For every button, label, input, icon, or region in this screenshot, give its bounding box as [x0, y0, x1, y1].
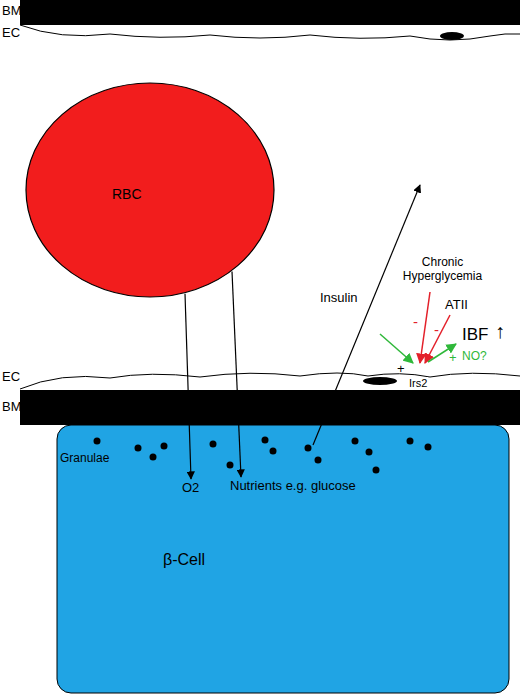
granule: [305, 445, 312, 452]
node-text: O2: [182, 481, 200, 496]
endothelial-nucleus: [363, 377, 397, 385]
endothelial-nucleus: [440, 32, 464, 40]
granule: [373, 467, 380, 474]
granule: [352, 438, 359, 445]
diffusion-arrow: [185, 294, 191, 479]
layer-label: BM: [2, 400, 22, 415]
granule: [161, 443, 168, 450]
increase-symbol: ↑: [495, 320, 505, 343]
cell-label: β-Cell: [163, 551, 205, 569]
layer-label: EC: [2, 370, 20, 385]
granule: [366, 449, 373, 456]
granule: [425, 444, 432, 451]
cell-outline: [26, 83, 274, 297]
basement-membrane: [20, 390, 520, 425]
diffusion-arrow: [232, 272, 241, 477]
granule-label: Granulae: [60, 452, 109, 466]
gene-label: Irs2: [408, 377, 428, 390]
oxygen-label-box: O2: [180, 480, 202, 497]
cell-label: RBC: [112, 186, 142, 202]
endothelial-cell: [20, 373, 520, 389]
layer-label: BM: [2, 4, 22, 19]
granule: [227, 462, 234, 469]
granule: [210, 441, 217, 448]
node-text: Nutrients e.g. glucose: [230, 479, 356, 494]
granule: [135, 445, 142, 452]
hormone-label: Insulin: [320, 291, 358, 306]
mediator-label: NO?: [462, 350, 487, 364]
granule: [150, 454, 157, 461]
sign-label: -: [434, 321, 439, 338]
insulin-arrow: [313, 185, 420, 445]
factor-label: ATII: [445, 298, 468, 313]
granule: [270, 448, 277, 455]
granule: [94, 438, 101, 445]
red-blood-cell: RBC: [25, 82, 275, 298]
granule: [262, 437, 269, 444]
sign-label: +: [449, 351, 457, 366]
sign-label: -: [413, 313, 418, 330]
basement-membrane: [20, 0, 520, 25]
cell-outline: [25, 82, 275, 298]
stimulation-arrow: [380, 334, 413, 363]
factor-label: Chronic Hyperglycemia: [395, 256, 490, 284]
endothelial-cell: [20, 25, 520, 40]
flow-label: IBF: [462, 325, 488, 345]
nutrient-label-box: Nutrients e.g. glucose: [228, 478, 358, 495]
layer-label: EC: [2, 26, 20, 41]
granule: [407, 438, 414, 445]
sign-label: +: [397, 362, 405, 377]
beta-cell-body: [57, 425, 509, 693]
granules: [94, 437, 432, 474]
inhibition-arrow: [420, 292, 430, 363]
beta-cell: Granulae β-Cell O2 Nutrients e.g. glucose: [57, 425, 509, 693]
granule: [315, 457, 322, 464]
